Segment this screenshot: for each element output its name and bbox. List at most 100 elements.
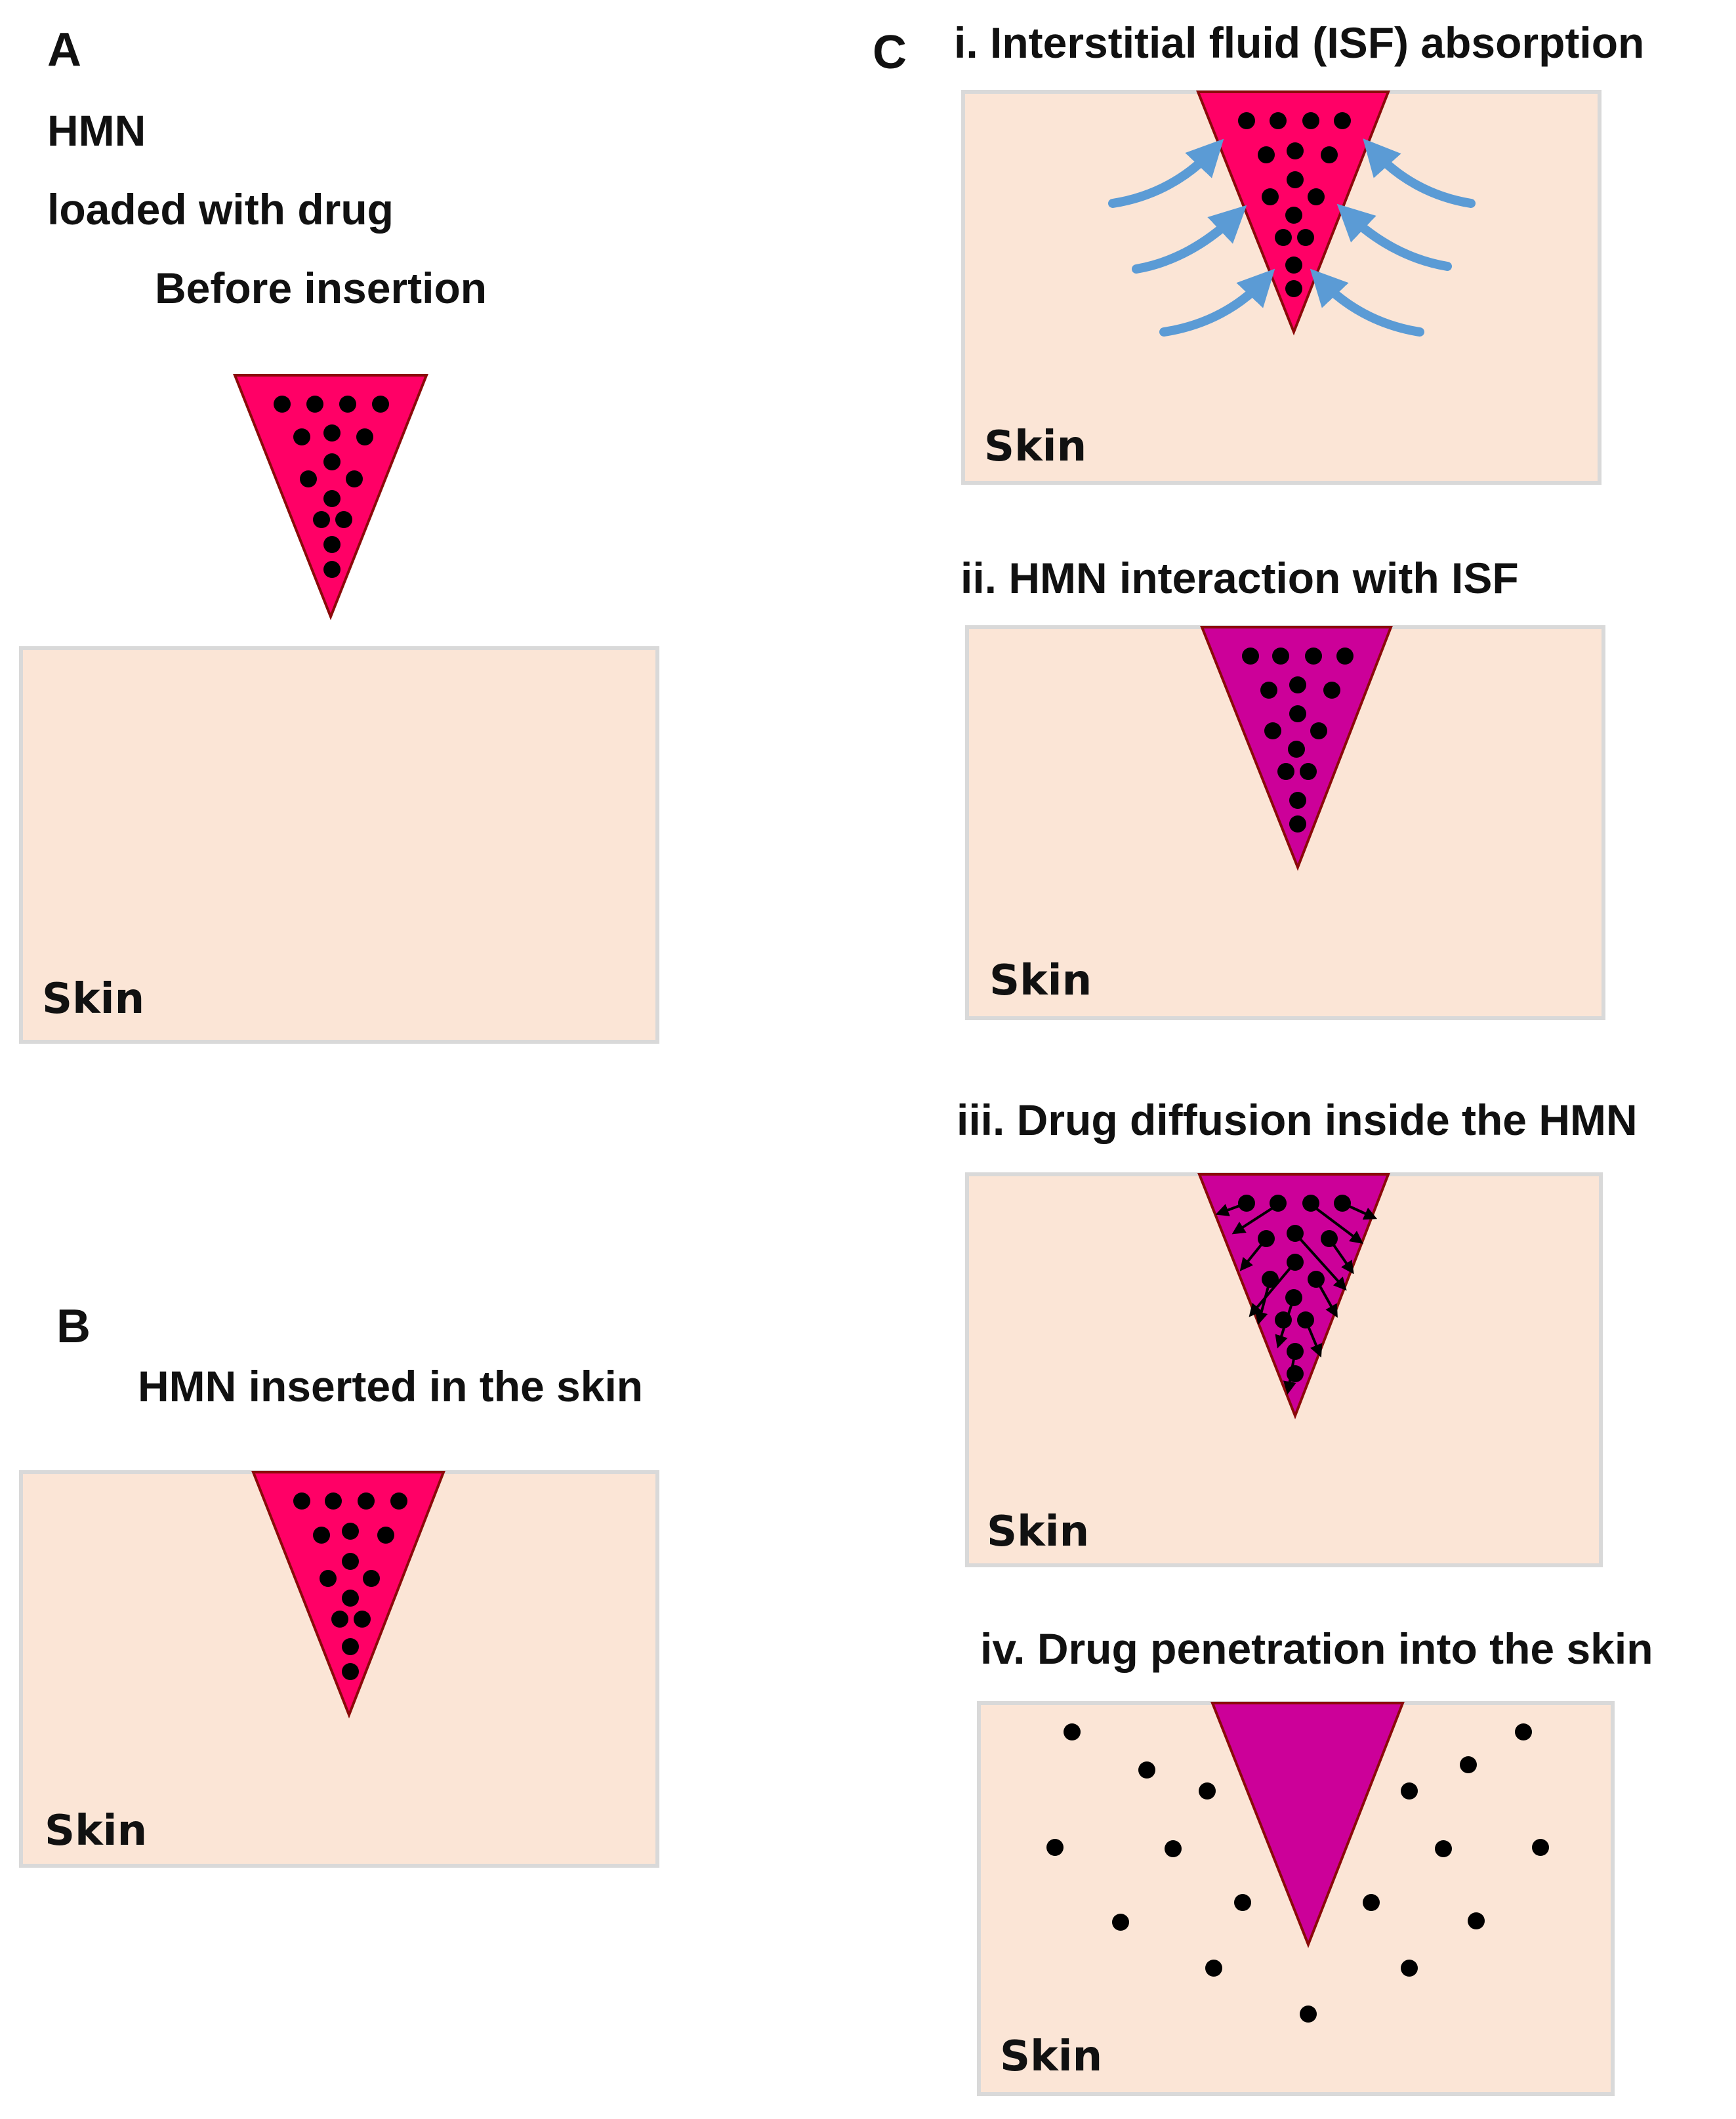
drug-particle: [1468, 1912, 1485, 1929]
drug-particle: [1460, 1756, 1477, 1773]
drug-particle: [1277, 763, 1294, 780]
drug-particle: [346, 470, 363, 487]
drug-particle: [390, 1492, 407, 1510]
drug-particle: [1285, 257, 1302, 274]
drug-particle: [335, 511, 352, 528]
drug-particle: [342, 1663, 359, 1680]
drug-particle: [342, 1553, 359, 1570]
isf-arrow: [1363, 138, 1476, 208]
drug-particle: [1287, 1365, 1304, 1382]
drug-particle: [1199, 1782, 1216, 1800]
drug-particle: [1297, 1311, 1314, 1328]
drug-particle: [1310, 722, 1327, 739]
drug-particle: [1270, 1195, 1287, 1212]
skin-label: Skin: [987, 1508, 1089, 1556]
drug-particle: [1287, 1225, 1304, 1242]
isf-arrow: [1159, 268, 1275, 337]
drug-particle: [1258, 1230, 1275, 1247]
panel-b: B HMN inserted in the skin: [19, 1300, 659, 1868]
drug-particle: [1287, 1254, 1304, 1271]
step-heading: iii. Drug diffusion inside the HMN: [957, 1096, 1638, 1144]
drug-particles: [1238, 1195, 1351, 1382]
drug-particle: [323, 490, 341, 507]
drug-particle: [342, 1523, 359, 1540]
drug-particle: [1275, 1311, 1292, 1328]
drug-particle: [1435, 1840, 1452, 1857]
panel-c-letter: C: [873, 26, 907, 79]
drug-particle: [1300, 763, 1317, 780]
drug-particle: [1289, 676, 1306, 693]
panel-a-title-line1: HMN: [47, 106, 146, 155]
drug-particle: [274, 396, 291, 413]
drug-particle: [1321, 146, 1338, 163]
panel-b-title: HMN inserted in the skin: [138, 1362, 643, 1410]
isf-arrow: [1310, 268, 1424, 337]
step-heading: ii. HMN interaction with ISF: [961, 554, 1519, 602]
drug-particle: [1264, 722, 1281, 739]
drug-particle: [1262, 1271, 1279, 1288]
panel-a: A HMN loaded with drug Before insertion: [19, 24, 659, 1044]
drug-particles: [293, 1492, 407, 1680]
drug-particle: [1308, 188, 1325, 205]
skin-label: Skin: [1000, 2032, 1102, 2081]
drug-particles: [1238, 112, 1351, 297]
drug-particle: [1289, 792, 1306, 809]
drug-particle: [323, 453, 341, 470]
drug-particle: [1275, 229, 1292, 246]
drug-particle: [1289, 815, 1306, 833]
drug-particle: [1334, 1195, 1351, 1212]
drug-particle: [1302, 112, 1319, 129]
drug-particle: [342, 1638, 359, 1655]
drug-particle: [1300, 2006, 1317, 2023]
drug-particle: [1287, 142, 1304, 159]
isf-flow-arrows: [1108, 138, 1476, 337]
drug-particle: [313, 511, 330, 528]
drug-particle: [372, 396, 389, 413]
diffusion-arrow: [1294, 1232, 1347, 1291]
drug-particle: [1334, 112, 1351, 129]
drug-particle: [1321, 1230, 1338, 1247]
drug-particle: [1302, 1195, 1319, 1212]
drug-particle: [293, 428, 310, 445]
panel-a-title-line3: Before insertion: [155, 264, 487, 312]
drug-particle: [1272, 648, 1289, 665]
panel-a-letter: A: [47, 24, 81, 76]
panel-b-letter: B: [56, 1300, 91, 1353]
drug-particle: [1262, 188, 1279, 205]
drug-particle: [1285, 207, 1302, 224]
drug-particle: [1288, 741, 1305, 758]
drug-particle: [1401, 1960, 1418, 1977]
drug-particle: [331, 1611, 348, 1628]
panel-c: C i. Interstitial fluid (ISF) absorption: [873, 18, 1653, 2096]
drug-particle: [313, 1527, 330, 1544]
drug-particle: [342, 1590, 359, 1607]
isf-arrow: [1336, 203, 1452, 271]
drug-particle: [1165, 1840, 1182, 1857]
skin-label: Skin: [989, 957, 1092, 1005]
drug-particle: [293, 1492, 310, 1510]
drug-particle: [323, 561, 341, 578]
drug-particle: [1363, 1894, 1380, 1911]
drug-particle: [1305, 648, 1322, 665]
drug-particle: [1287, 171, 1304, 188]
needle-inserted: [251, 1471, 445, 1719]
skin-label: Skin: [984, 422, 1086, 471]
drug-particle: [1532, 1839, 1549, 1856]
step-hmn-interaction: ii. HMN interaction with ISF Sk: [961, 554, 1605, 1020]
step-drug-diffusion: iii. Drug diffusion inside the HMN: [957, 1096, 1638, 1567]
panel-a-title-line2: loaded with drug: [47, 185, 394, 234]
drug-particle: [306, 396, 323, 413]
drug-particle: [339, 396, 356, 413]
drug-particle: [1287, 1343, 1304, 1360]
drug-particle: [354, 1611, 371, 1628]
drug-particle: [1046, 1839, 1064, 1856]
drug-particle: [358, 1492, 375, 1510]
drug-particle: [1064, 1723, 1081, 1740]
drug-particle: [1234, 1894, 1251, 1911]
drug-particle: [1238, 1195, 1255, 1212]
diffusion-arrow: [1231, 1203, 1279, 1235]
drug-particle: [323, 424, 341, 442]
drug-particle: [1112, 1914, 1129, 1931]
diffusion-arrow: [1310, 1203, 1363, 1244]
